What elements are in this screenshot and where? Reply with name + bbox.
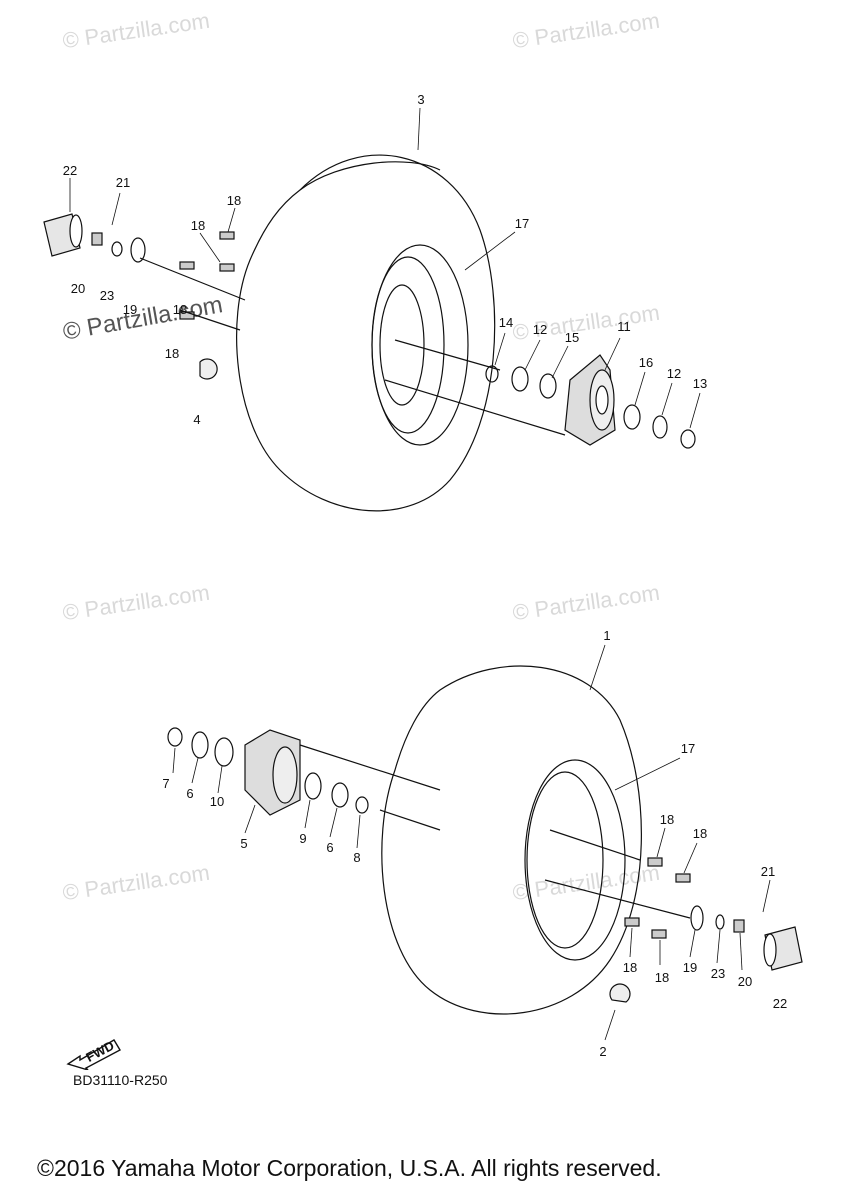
bottom-callout: 18 (623, 960, 637, 975)
forward-arrow-icon: FWD (66, 1030, 126, 1075)
top-callout: 18 (227, 193, 241, 208)
top-leaders (69, 107, 701, 429)
bottom-callout: 18 (693, 826, 707, 841)
bottom-callout: 19 (683, 960, 697, 975)
bottom-callout: 23 (711, 966, 725, 981)
top-callout: 4 (193, 412, 200, 427)
diagram-code: BD31110-R250 (73, 1072, 168, 1088)
top-hub (564, 354, 616, 446)
bottom-callout: 9 (299, 831, 306, 846)
top-callout: 21 (116, 175, 130, 190)
bottom-callout: 22 (773, 996, 787, 1011)
bottom-callout: 2 (599, 1044, 606, 1059)
top-small-parts (43, 213, 696, 449)
bottom-callout: 5 (240, 836, 247, 851)
bottom-callout: 8 (353, 850, 360, 865)
callouts-top: 22 21 20 23 19 18 18 18 18 4 3 17 14 12 15 11 16 12 13 (63, 92, 707, 427)
bottom-callout: 1 (603, 628, 610, 643)
bottom-hub (244, 729, 301, 816)
top-callout: 12 (533, 322, 547, 337)
bottom-callout: 20 (738, 974, 752, 989)
top-callout: 11 (617, 319, 631, 334)
top-tire (236, 154, 496, 512)
top-callout: 17 (515, 216, 529, 231)
top-axle-lines (139, 257, 566, 436)
bottom-tire (381, 665, 642, 1015)
top-callout: 14 (499, 315, 513, 330)
bottom-callout: 7 (162, 776, 169, 791)
bottom-callout: 6 (186, 786, 193, 801)
bottom-leaders (172, 644, 771, 1041)
top-callout: 18 (191, 218, 205, 233)
bottom-callout: 21 (761, 864, 775, 879)
copyright-notice: ©2016 Yamaha Motor Corporation, U.S.A. A… (37, 1155, 662, 1181)
top-callout: 13 (693, 376, 707, 391)
bottom-callout: 10 (210, 794, 224, 809)
top-callout: 22 (63, 163, 77, 178)
top-callout: 3 (417, 92, 424, 107)
top-callout: 20 (71, 281, 85, 296)
top-callout: 18 (165, 346, 179, 361)
top-callout: 23 (100, 288, 114, 303)
bottom-callout: 18 (660, 812, 674, 827)
top-callout: 19 (123, 302, 137, 317)
bottom-axle-lines (299, 744, 691, 919)
bottom-small-parts (167, 727, 803, 1003)
bottom-callout: 6 (326, 840, 333, 855)
top-callout: 16 (639, 355, 653, 370)
top-callout: 18 (173, 302, 187, 317)
top-callout: 12 (667, 366, 681, 381)
top-callout: 15 (565, 330, 579, 345)
bottom-callout: 17 (681, 741, 695, 756)
bottom-callout: 18 (655, 970, 669, 985)
